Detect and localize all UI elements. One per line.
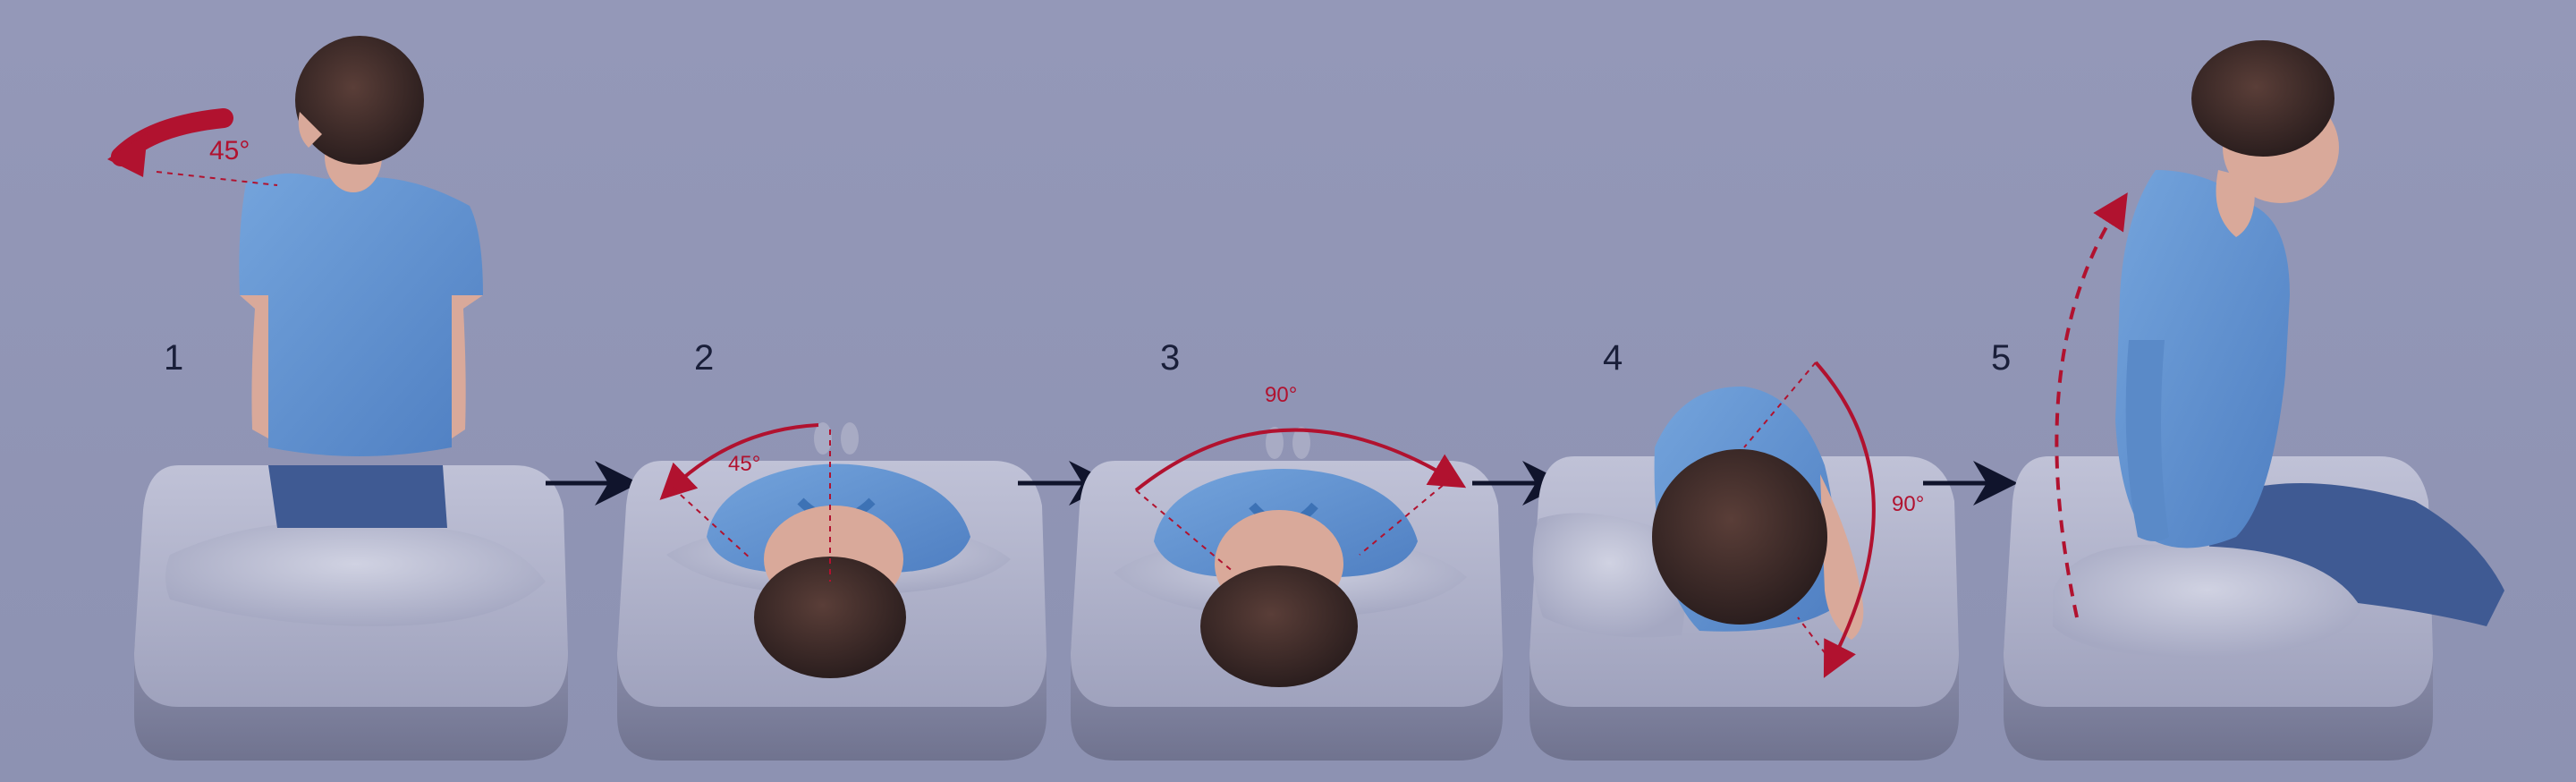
step-5-figure — [2004, 40, 2504, 761]
step-2-number: 2 — [694, 338, 715, 378]
step-2-figure — [617, 422, 1046, 761]
step-1-figure — [134, 36, 568, 761]
head-2 — [754, 557, 906, 678]
pillow-1 — [165, 523, 546, 626]
shirt-back-1 — [239, 173, 483, 456]
step-1-number: 1 — [164, 338, 184, 378]
angle-marker-4 — [1743, 361, 1876, 678]
step-3-number: 3 — [1160, 338, 1181, 378]
pillow-5 — [2053, 544, 2361, 658]
head-1 — [295, 36, 424, 165]
step-4-number: 4 — [1603, 338, 1623, 378]
step-4-figure — [1530, 386, 1959, 761]
step-4-angle-label: 90° — [1892, 492, 1925, 516]
step-3-figure — [1071, 427, 1503, 761]
pillow-4 — [1532, 513, 1686, 638]
head-5 — [2191, 40, 2334, 157]
step-2-angle-label: 45° — [728, 452, 761, 476]
rotation-arrow-1 — [107, 108, 278, 186]
step-1-angle-label: 45° — [209, 136, 250, 166]
lift-arrow-5 — [2055, 192, 2128, 618]
jeans-5 — [2209, 483, 2504, 626]
head-3 — [1200, 565, 1358, 687]
step-5-number: 5 — [1991, 338, 2012, 378]
angle-marker-2 — [659, 423, 831, 582]
head-4 — [1652, 449, 1827, 625]
step-3-angle-label: 90° — [1265, 383, 1298, 407]
angle-marker-3 — [1134, 428, 1467, 574]
